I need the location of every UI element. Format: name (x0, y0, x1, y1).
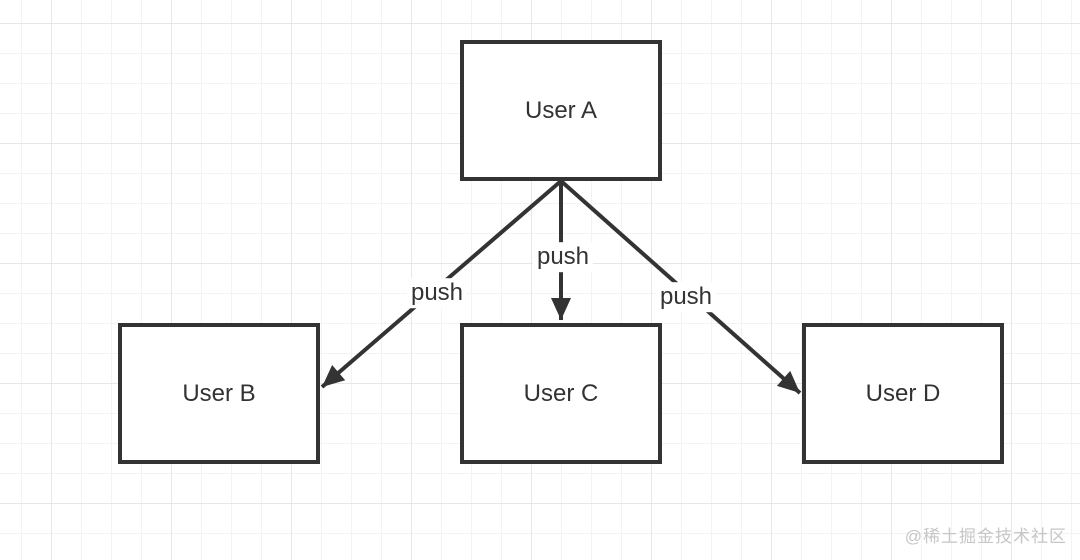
edge-label-push-to-user-d: push (655, 282, 717, 312)
node-user-c-label: User C (523, 379, 599, 407)
edge-label-push-to-user-c: push (532, 242, 594, 272)
node-user-c: User C (460, 323, 662, 464)
node-user-b-label: User B (182, 379, 256, 407)
node-user-b: User B (118, 323, 320, 464)
node-user-d: User D (802, 323, 1004, 464)
node-user-a: User A (460, 40, 662, 181)
node-user-d-label: User D (865, 379, 941, 407)
node-user-a-label: User A (524, 96, 598, 124)
watermark: @稀土掘金技术社区 (904, 527, 1067, 546)
edge-label-push-to-user-b: push (406, 278, 468, 308)
